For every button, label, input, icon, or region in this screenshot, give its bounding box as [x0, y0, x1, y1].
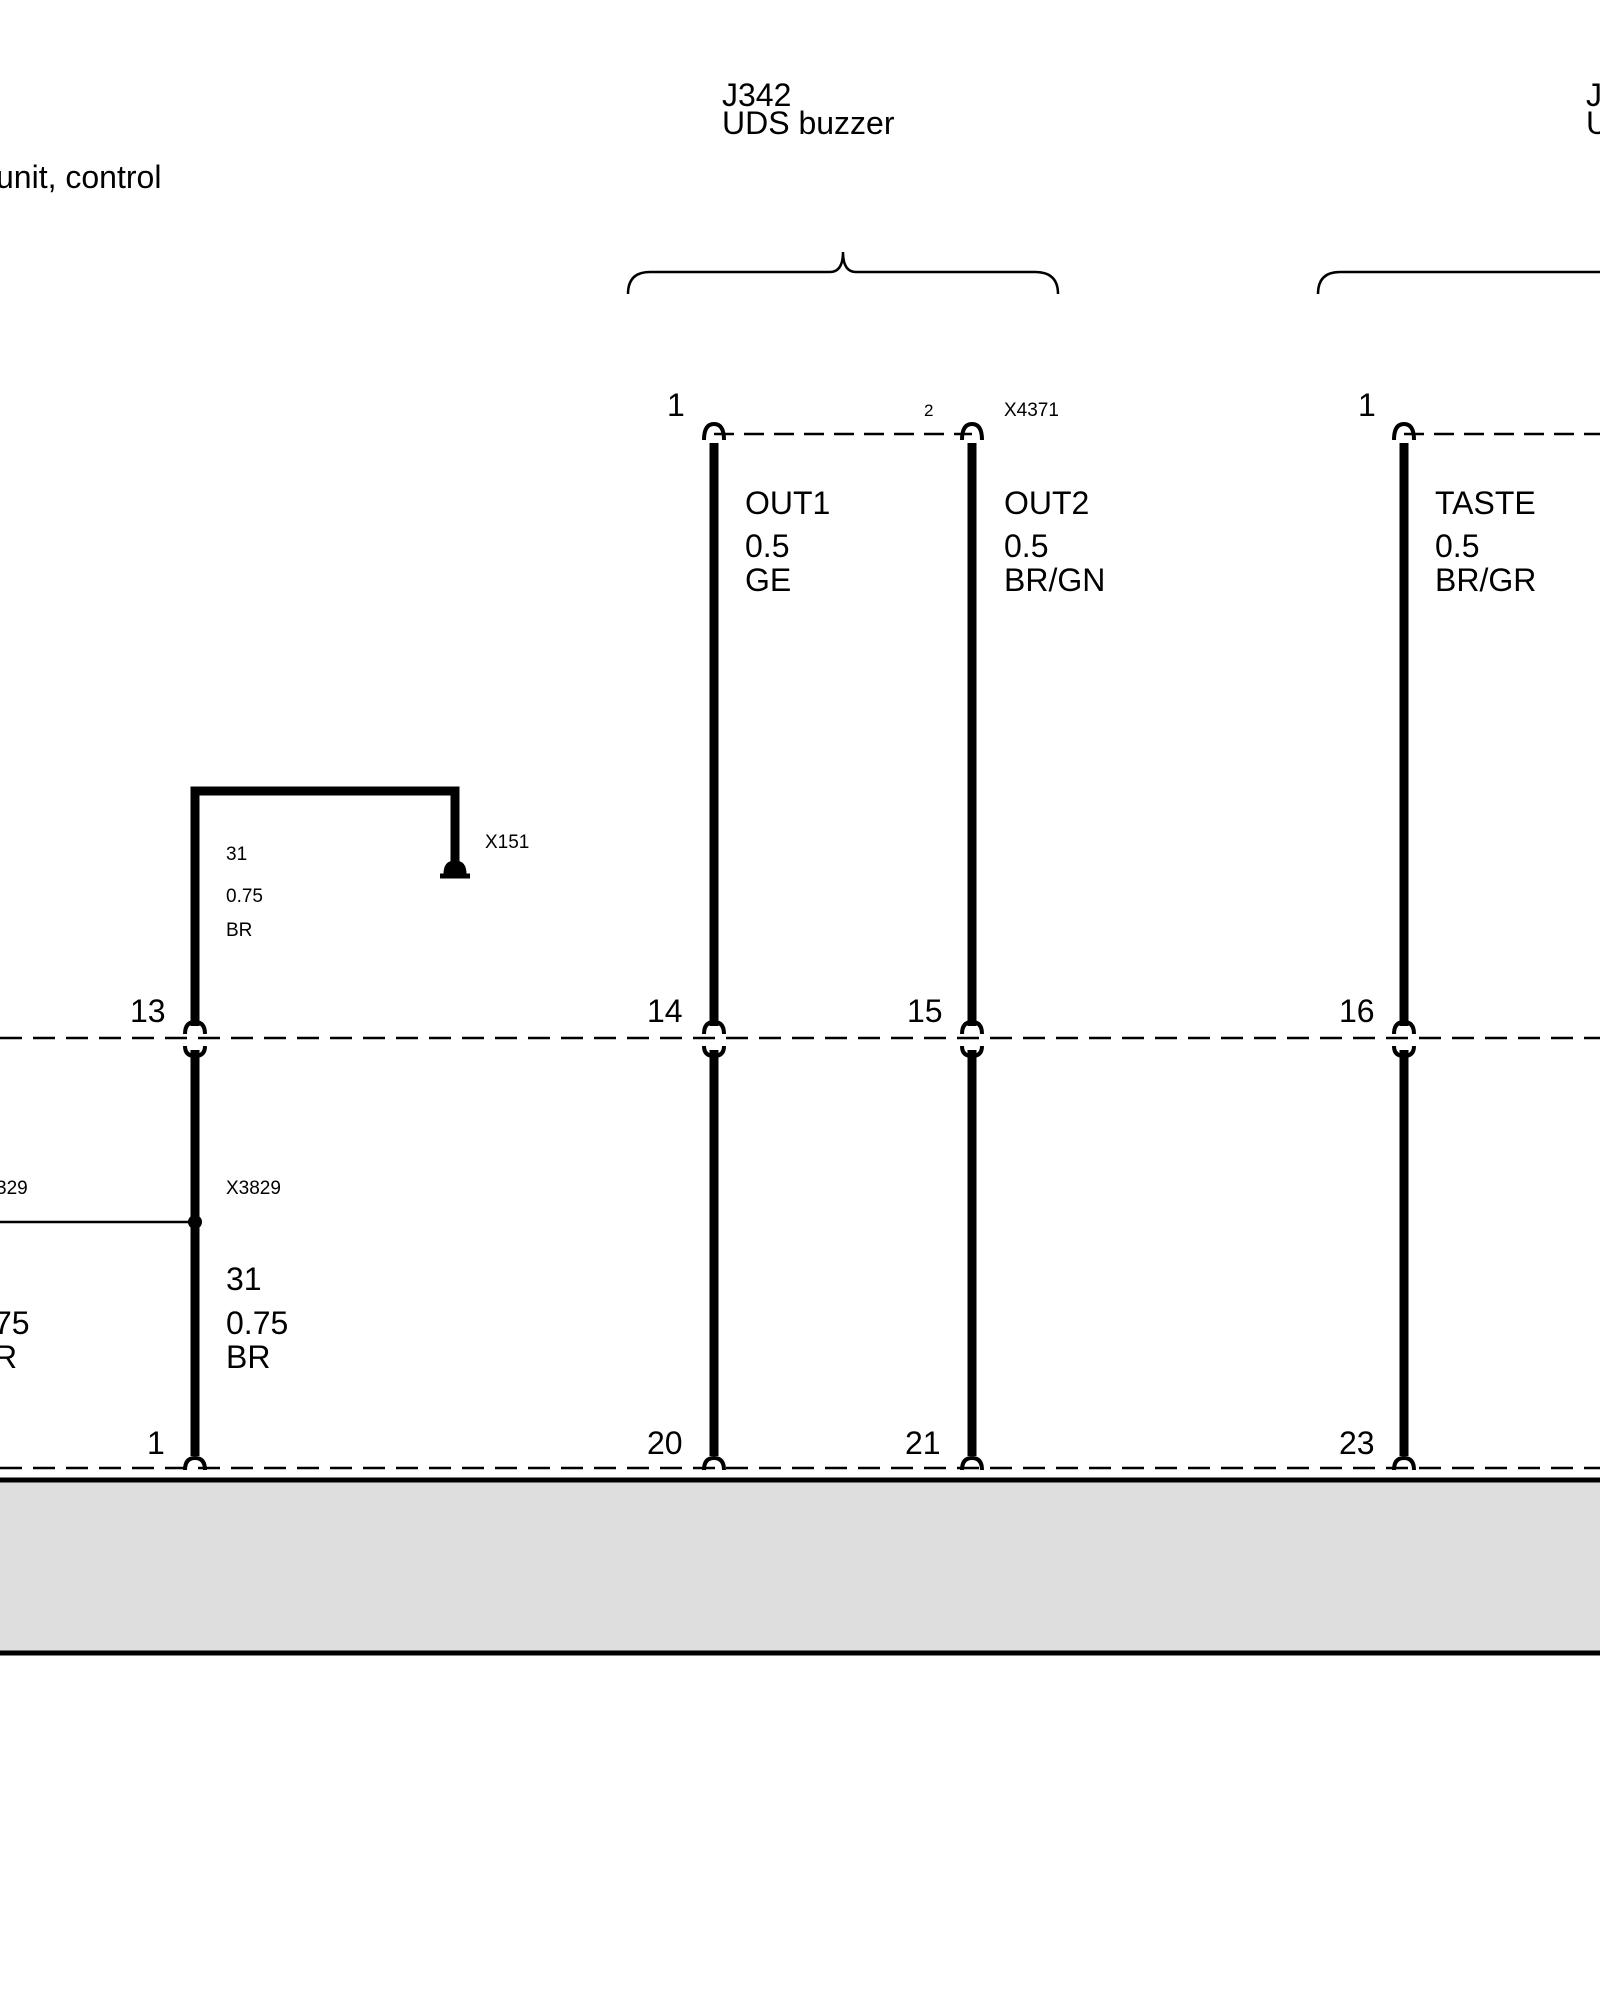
pin-terminal [1392, 1045, 1416, 1059]
mid-pin-14: 14 [647, 993, 683, 1029]
pin-terminal [702, 1045, 726, 1059]
x4371-connector-label: X4371 [1004, 400, 1059, 421]
mid-pin-16: 16 [1339, 993, 1375, 1029]
ground-upper-gauge-label: 0.75 [226, 886, 263, 907]
bottom-pin-21: 21 [905, 1425, 941, 1461]
pin-terminal [960, 1045, 984, 1059]
ground-upper-signal-label: 31 [226, 844, 247, 865]
ground-lower-gauge-label: 0.75 [226, 1305, 288, 1341]
j342-code-label: J342 [722, 77, 791, 113]
ground-lower-color-label: BR [226, 1339, 270, 1375]
pin-terminal [960, 421, 984, 441]
mid-pin-13: 13 [130, 993, 166, 1029]
pin-terminal [183, 1019, 207, 1035]
taste-gauge-label: 0.5 [1435, 528, 1479, 564]
j342-brace [626, 251, 1060, 295]
out1-gauge-label: 0.5 [745, 528, 789, 564]
out1-signal-label: OUT1 [745, 485, 830, 521]
taste-color-label: BR/GR [1435, 562, 1536, 598]
pin-terminal [702, 421, 726, 441]
j342-name-label: UDS buzzer [722, 105, 895, 141]
pin-terminal [183, 1455, 207, 1471]
out2-gauge-label: 0.5 [1004, 528, 1048, 564]
x3829-connector-label: X3829 [226, 1178, 281, 1199]
pin-terminal [960, 1019, 984, 1035]
bottom-pin-20: 20 [647, 1425, 683, 1461]
pin-terminal [1392, 421, 1416, 441]
pin-terminal [960, 1455, 984, 1471]
bottom-pin-1: 1 [147, 1425, 165, 1461]
j342-pin1-number: 1 [667, 387, 685, 423]
wire-ground-upper [190, 786, 460, 1026]
ground-upper-color-label: BR [226, 920, 252, 941]
x151-ground-terminal [443, 860, 467, 876]
control-unit-body [0, 1480, 1600, 1652]
right-pin1-number: 1 [1358, 387, 1376, 423]
pin-terminal [1392, 1455, 1416, 1471]
left-partial-color-label: R [0, 1339, 17, 1375]
j342-pin2-number: 2 [924, 401, 933, 420]
left-partial-gauge-label: 75 [0, 1305, 30, 1341]
taste-signal-label: TASTE [1435, 485, 1536, 521]
pin-terminal [702, 1019, 726, 1035]
x3829-left-partial-label: 329 [0, 1178, 28, 1199]
x3829-splice-dot [188, 1215, 202, 1229]
right-component-code-label: J [1586, 77, 1600, 113]
out2-color-label: BR/GN [1004, 562, 1105, 598]
x151-connector-label: X151 [485, 832, 529, 853]
right-component-name-label: U [1586, 105, 1600, 141]
bottom-pin-23: 23 [1339, 1425, 1375, 1461]
pin-terminal [183, 1045, 207, 1059]
mid-pin-15: 15 [907, 993, 943, 1029]
out1-color-label: GE [745, 562, 791, 598]
pin-terminal [702, 1455, 726, 1471]
control-unit-label: unit, control [0, 159, 161, 195]
out2-signal-label: OUT2 [1004, 485, 1089, 521]
right-component-brace [1316, 270, 1600, 295]
ground-lower-signal-label: 31 [226, 1261, 262, 1297]
pin-terminal [1392, 1019, 1416, 1035]
